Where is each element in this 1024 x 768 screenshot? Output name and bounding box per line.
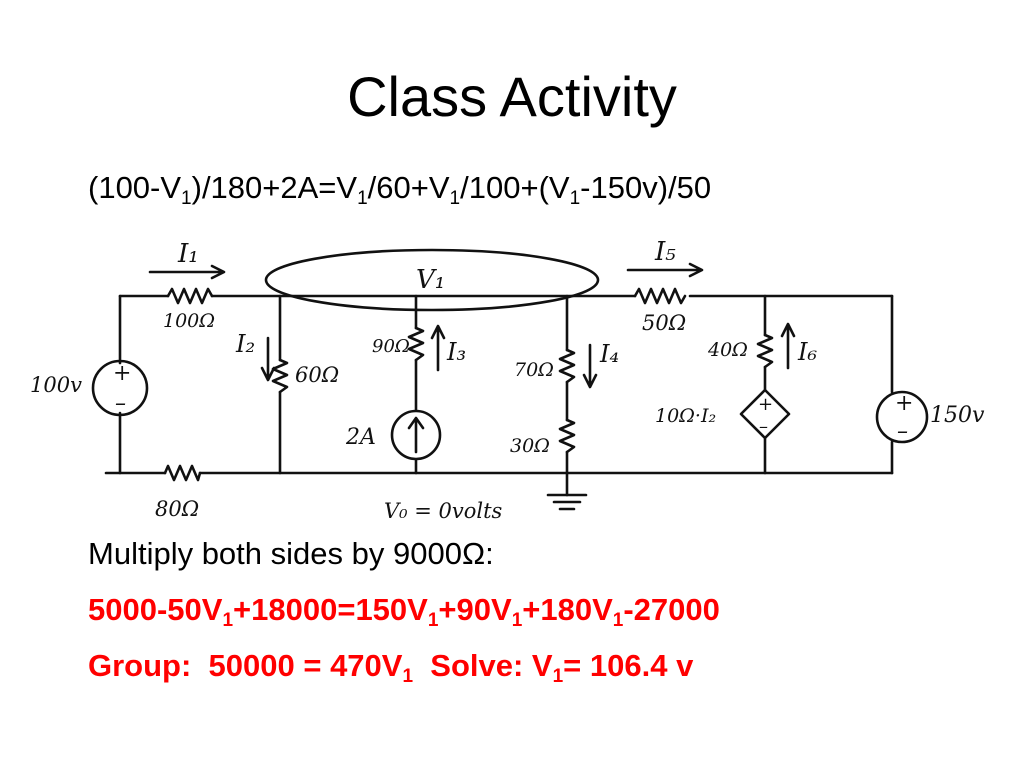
label-cs2a: 2A — [345, 425, 376, 450]
multiply-instruction: Multiply both sides by 9000Ω: — [88, 536, 494, 571]
svg-text:–: – — [115, 391, 126, 416]
label-dep-source: 10Ω·I₂ — [655, 405, 716, 427]
label-src100: 100v — [30, 373, 82, 397]
label-i5: I₅ — [654, 237, 676, 267]
expanded-equation: 5000-50V1+18000=150V1+90V1+180V1-27000 — [88, 592, 720, 631]
label-i4: I₄ — [599, 340, 619, 368]
label-r80: 80Ω — [155, 497, 199, 521]
label-i2: I₂ — [235, 330, 255, 358]
svg-text:–: – — [759, 416, 768, 437]
label-i1: I₁ — [177, 239, 199, 269]
label-r30: 30Ω — [510, 435, 550, 457]
svg-text:+: + — [895, 391, 913, 416]
label-i3: I₃ — [446, 338, 466, 366]
label-v0: V₀ = 0volts — [384, 499, 503, 523]
label-r60: 60Ω — [295, 363, 339, 387]
group-solve-equation: Group: 50000 = 470V1 Solve: V1= 106.4 v — [88, 648, 694, 687]
svg-text:+: + — [113, 361, 131, 386]
label-v1: V₁ — [416, 265, 445, 295]
label-r40: 40Ω — [707, 339, 748, 361]
svg-text:–: – — [897, 419, 908, 444]
label-r70: 70Ω — [514, 359, 554, 381]
nodal-equation: (100-V1)/180+2A=V1/60+V1/100+(V1-150v)/5… — [88, 170, 712, 209]
label-r100: 100Ω — [163, 310, 215, 332]
label-r90: 90Ω — [372, 336, 410, 357]
label-src150: 150v — [930, 403, 985, 428]
slide-title: Class Activity — [347, 65, 677, 128]
label-r50: 50Ω — [642, 311, 686, 335]
label-i6: I₆ — [797, 338, 817, 366]
circuit-diagram: + – + – + – I₁ 100Ω 100v 80Ω I₂ 60Ω V₁ 9… — [30, 237, 985, 523]
svg-text:+: + — [758, 394, 773, 415]
